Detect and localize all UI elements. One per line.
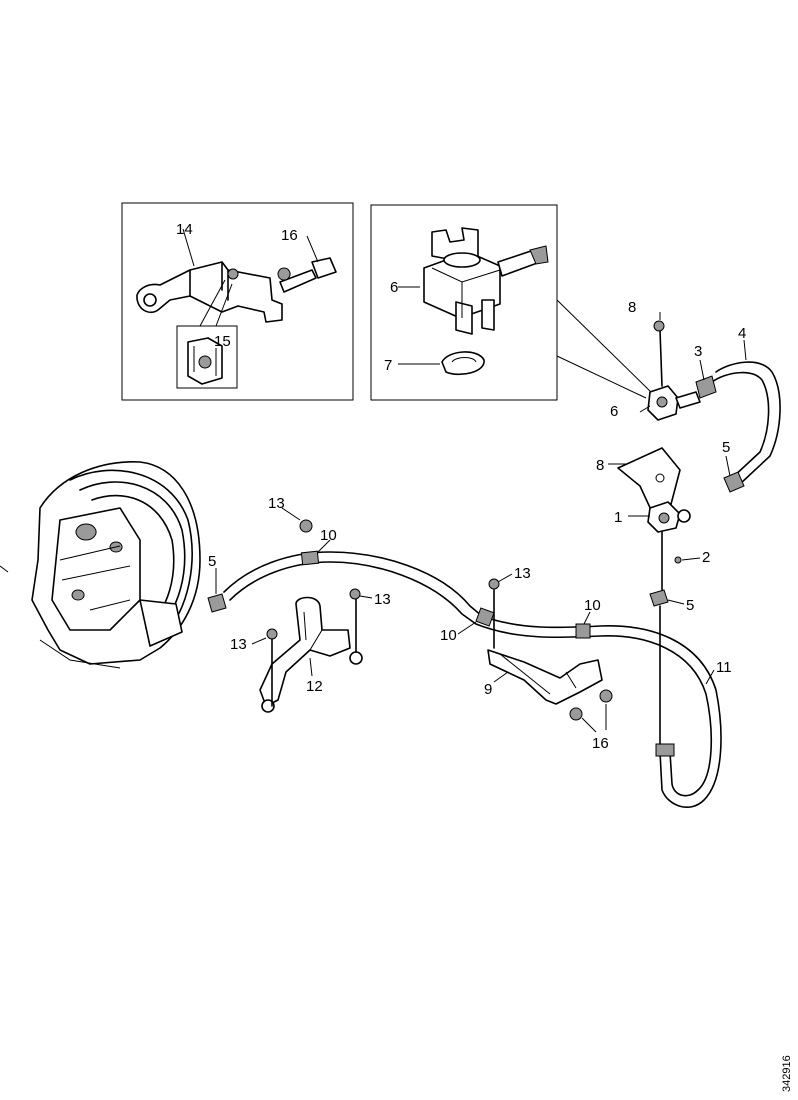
hose-10-right xyxy=(475,615,722,809)
callout-13-bracket-left: 13 xyxy=(230,636,247,653)
fitting-5-left-icon xyxy=(207,593,227,613)
callout-3: 3 xyxy=(694,343,702,360)
callout-8-upper: 8 xyxy=(628,299,636,316)
leader-lines xyxy=(215,312,747,733)
callout-16-detail: 16 xyxy=(281,227,298,244)
hose-10-left xyxy=(223,551,483,625)
callout-5-right: 5 xyxy=(722,439,730,456)
callout-4: 4 xyxy=(738,325,746,342)
callout-13-bracket-right: 13 xyxy=(374,591,391,608)
callout-9: 9 xyxy=(484,681,492,698)
engine-housing xyxy=(0,461,201,669)
callout-5-left: 5 xyxy=(208,553,216,570)
bracket-9 xyxy=(487,578,613,721)
callout-6-detail: 6 xyxy=(390,279,398,296)
callout-8-lower: 8 xyxy=(596,457,604,474)
callout-16-main: 16 xyxy=(592,735,609,752)
callout-11: 11 xyxy=(716,659,732,676)
drawing-number: 342916 xyxy=(781,1055,793,1092)
callout-13-top: 13 xyxy=(268,495,285,512)
callout-2: 2 xyxy=(702,549,710,566)
hose-4 xyxy=(711,361,781,485)
callout-12: 12 xyxy=(306,678,323,695)
callout-13-mid: 13 xyxy=(514,565,531,582)
valve-assembly xyxy=(617,320,745,745)
callout-1: 1 xyxy=(614,509,622,526)
callout-14: 14 xyxy=(176,221,193,238)
callout-7: 7 xyxy=(384,357,392,374)
callout-15: 15 xyxy=(214,333,231,350)
callout-10-mid: 10 xyxy=(440,627,457,644)
callout-10-left: 10 xyxy=(320,527,337,544)
detail-box-bracket xyxy=(121,202,354,401)
callout-6-main: 6 xyxy=(610,403,618,420)
detail-box-valve xyxy=(370,204,653,401)
bracket-12 xyxy=(259,588,363,713)
bolt-13-icon xyxy=(299,519,313,533)
callout-labels: 14 16 15 6 7 8 4 3 6 5 8 1 2 5 5 13 10 1… xyxy=(176,221,746,752)
callout-5-lower: 5 xyxy=(686,597,694,614)
hose-clamps xyxy=(300,550,591,639)
callout-10-right: 10 xyxy=(584,597,601,614)
